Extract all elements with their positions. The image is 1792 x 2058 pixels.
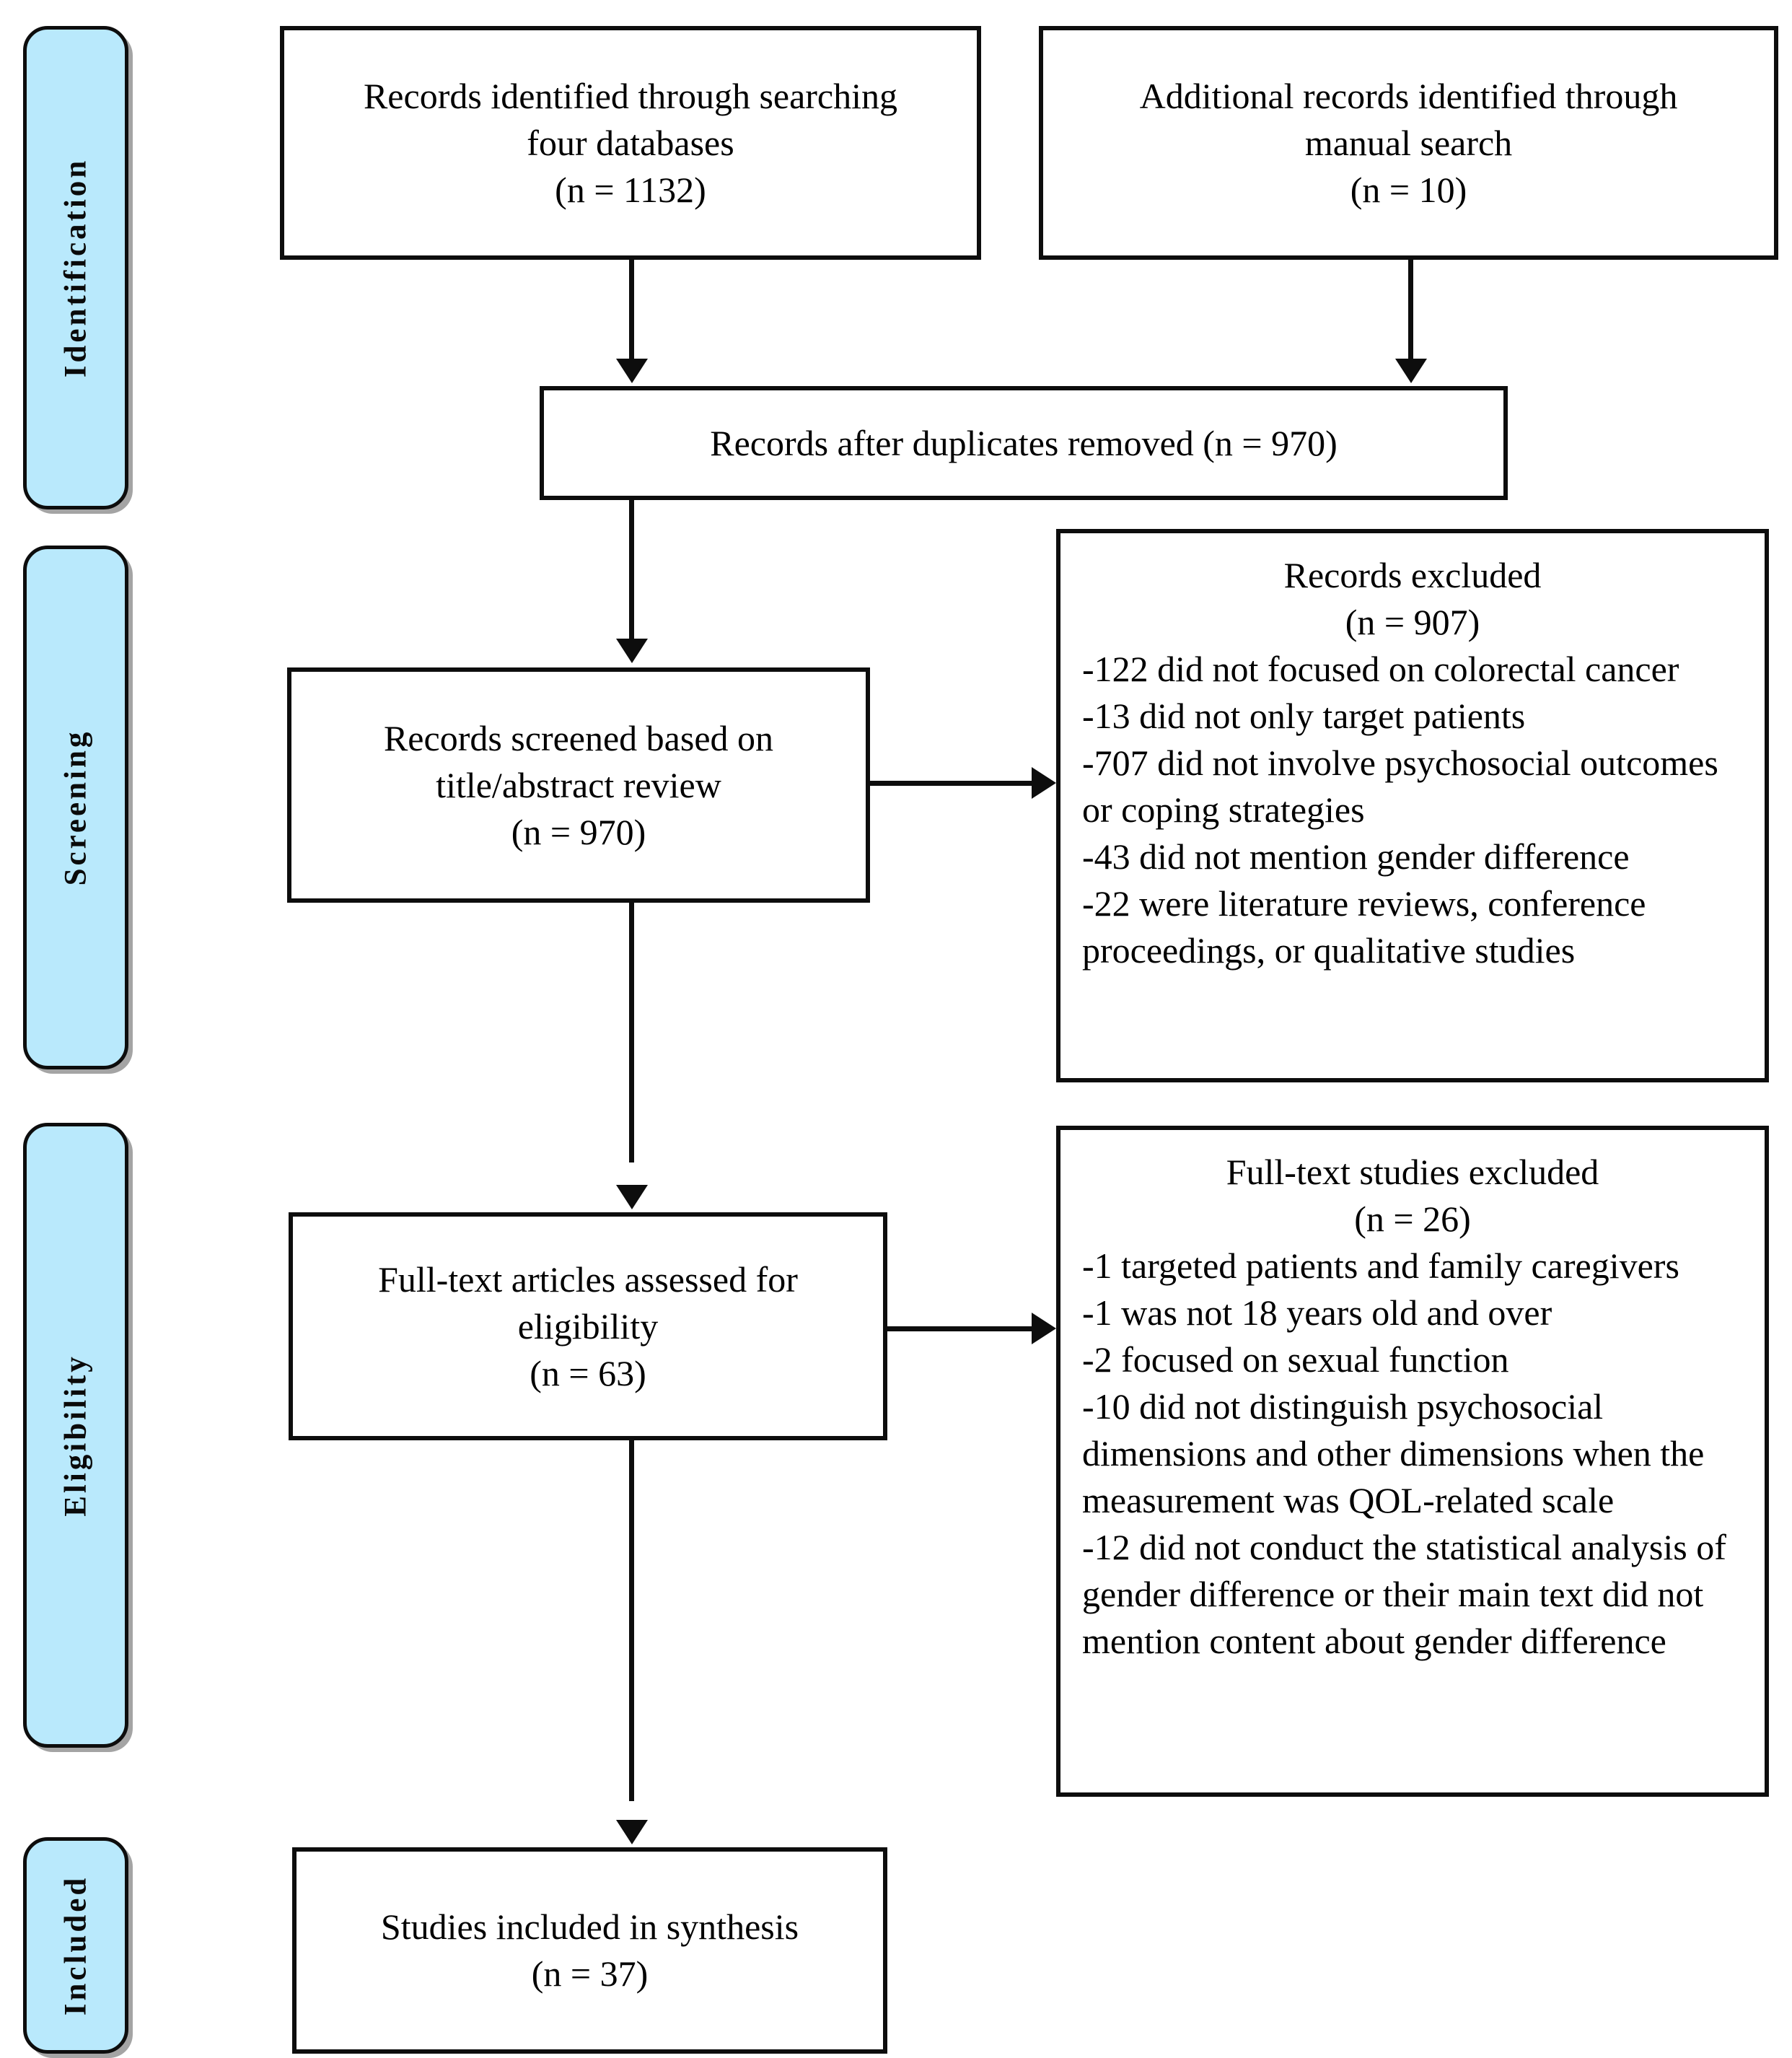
box-fulltext-excluded: Full-text studies excluded (n = 26) -1 t… — [1056, 1126, 1769, 1797]
arrow-dedupe-to-screened — [616, 639, 648, 663]
stage-label-included: Included — [58, 1875, 93, 2016]
box-line: (n = 37) — [531, 1953, 649, 1994]
exclusion-reason: -22 were literature reviews, conference … — [1082, 883, 1646, 971]
box-line: Additional records identified through — [1139, 75, 1678, 116]
box-fulltext-assessed: Full-text articles assessed for eligibil… — [289, 1212, 887, 1440]
box-line: title/abstract review — [436, 764, 721, 805]
box-additional-records: Additional records identified through ma… — [1039, 26, 1778, 260]
box-line: (n = 1132) — [555, 169, 706, 210]
arrow-screened-to-fulltext — [616, 1185, 648, 1209]
connector-fulltext-to-included — [629, 1440, 634, 1801]
box-line: Studies included in synthesis — [380, 1906, 799, 1947]
box-studies-included: Studies included in synthesis (n = 37) — [292, 1847, 887, 2054]
arrow-additional-to-dedupe — [1395, 359, 1427, 383]
box-heading: Records excluded — [1283, 555, 1542, 595]
connector-screened-to-excluded — [870, 781, 1036, 786]
box-records-identified: Records identified through searching fou… — [280, 26, 981, 260]
connector-screened-to-fulltext — [629, 903, 634, 1162]
box-line: Records screened based on — [383, 717, 774, 758]
exclusion-reason: -43 did not mention gender difference — [1082, 836, 1630, 877]
connector-identified-to-dedupe — [629, 260, 634, 364]
box-heading: (n = 907) — [1345, 602, 1480, 642]
stage-bar-eligibility: Eligibility — [23, 1123, 128, 1748]
exclusion-reason: -1 targeted patients and family caregive… — [1082, 1245, 1679, 1286]
stage-label-screening: Screening — [58, 729, 93, 886]
exclusion-reason: -122 did not focused on colorectal cance… — [1082, 649, 1679, 689]
connector-additional-to-dedupe — [1408, 260, 1413, 364]
box-line: four databases — [527, 122, 734, 163]
exclusion-reason: -2 focused on sexual function — [1082, 1339, 1509, 1380]
exclusion-reason: -13 did not only target patients — [1082, 696, 1526, 736]
box-after-duplicates: Records after duplicates removed (n = 97… — [540, 386, 1508, 500]
connector-fulltext-to-excluded — [887, 1326, 1036, 1331]
stage-label-eligibility: Eligibility — [58, 1354, 93, 1517]
arrow-fulltext-to-included — [616, 1820, 648, 1844]
box-line: Full-text articles assessed for — [378, 1258, 798, 1300]
arrow-fulltext-to-excluded — [1032, 1313, 1056, 1344]
box-line: (n = 10) — [1350, 169, 1467, 210]
exclusion-reason: -707 did not involve psychosocial outcom… — [1082, 743, 1718, 830]
box-heading: Full-text studies excluded — [1226, 1152, 1599, 1192]
box-line: (n = 63) — [530, 1352, 646, 1393]
exclusion-reason: -10 did not distinguish psychosocial dim… — [1082, 1386, 1705, 1520]
stage-bar-identification: Identification — [23, 26, 128, 509]
stage-bar-included: Included — [23, 1837, 128, 2054]
arrow-screened-to-excluded — [1032, 767, 1056, 799]
box-records-excluded: Records excluded (n = 907) -122 did not … — [1056, 529, 1769, 1082]
box-records-screened: Records screened based on title/abstract… — [287, 667, 870, 903]
box-line: Records after duplicates removed (n = 97… — [710, 422, 1338, 463]
box-line: Records identified through searching — [363, 75, 898, 116]
exclusion-reason: -1 was not 18 years old and over — [1082, 1292, 1552, 1333]
exclusion-reason: -12 did not conduct the statistical anal… — [1082, 1527, 1726, 1661]
stage-label-identification: Identification — [58, 157, 93, 378]
box-line: (n = 970) — [511, 811, 646, 852]
arrow-identified-to-dedupe — [616, 359, 648, 383]
connector-dedupe-to-screened — [629, 500, 634, 644]
box-heading: (n = 26) — [1354, 1199, 1471, 1239]
box-line: eligibility — [517, 1305, 659, 1347]
box-line: manual search — [1304, 122, 1513, 163]
stage-bar-screening: Screening — [23, 546, 128, 1069]
